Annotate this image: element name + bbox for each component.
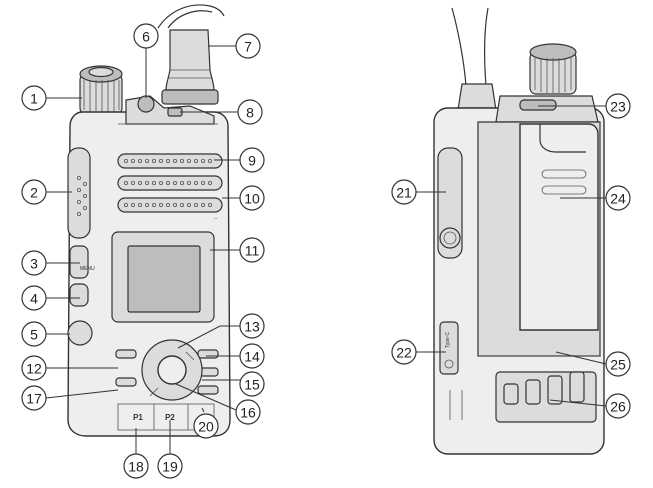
front-speaker-grille [117,153,223,213]
callout-number: 24 [610,191,626,207]
menu-key-label: MENU [80,266,95,272]
front-keypad [115,339,219,401]
callout-9: 9 [239,147,265,173]
callout-20: 20 [193,413,219,439]
callout-2: 2 [21,179,47,205]
callout-7: 7 [235,33,261,59]
callout-number: 14 [244,349,260,365]
callout-13: 13 [239,313,265,339]
front-side-ptt [67,147,91,239]
callout-number: 4 [30,291,38,307]
front-display [127,245,201,313]
callout-17: 17 [21,385,47,411]
callout-11: 11 [239,237,265,263]
callout-25: 25 [605,351,631,377]
back-belt-clip [519,123,599,331]
p2-key-label: P2 [165,413,175,422]
callout-number: 18 [128,459,144,475]
callout-number: 23 [610,99,626,115]
front-view: MENU -- P1 P2 [67,4,231,437]
callout-number: 26 [610,399,626,415]
front-volume-knob [79,65,123,115]
callout-number: 15 [244,377,260,393]
callout-number: 22 [396,345,412,361]
leader-lines [45,45,607,454]
callout-number: 9 [248,153,256,169]
callout-22: 22 [391,339,417,365]
callout-number: 25 [610,357,626,373]
callout-number: 17 [26,391,42,407]
svg-text:--: -- [214,216,218,222]
callout-4: 4 [21,285,47,311]
callout-number: 3 [30,256,38,272]
callout-26: 26 [605,393,631,419]
callout-number: 8 [246,105,254,121]
callout-number: 11 [245,243,260,259]
callout-10: 10 [239,185,265,211]
callout-18: 18 [123,453,149,479]
callout-number: 7 [244,39,252,55]
callout-number: 13 [244,319,260,335]
callout-8: 8 [237,99,263,125]
type-c-label: Type-C [445,331,451,348]
callout-number: 2 [30,185,38,201]
callout-15: 15 [239,371,265,397]
callout-1: 1 [21,85,47,111]
front-antenna [157,4,225,105]
back-view: Type-C [433,7,605,455]
callout-number: 20 [198,419,214,435]
callout-21: 21 [391,179,417,205]
callout-3: 3 [21,250,47,276]
callout-5: 5 [21,321,47,347]
callout-19: 19 [157,453,183,479]
callout-number: 16 [240,405,256,421]
callout-6: 6 [133,23,159,49]
p1-key-label: P1 [133,413,143,422]
callout-number: 12 [26,361,42,377]
callout-number: 21 [396,185,412,201]
callout-number: 1 [30,91,38,107]
callout-16: 16 [235,399,261,425]
callout-number: 5 [30,327,38,343]
callout-12: 12 [21,355,47,381]
callout-23: 23 [605,93,631,119]
callout-24: 24 [605,185,631,211]
callout-number: 19 [162,459,178,475]
callout-number: 6 [142,29,150,45]
callout-number: 10 [244,191,260,207]
callout-14: 14 [239,343,265,369]
